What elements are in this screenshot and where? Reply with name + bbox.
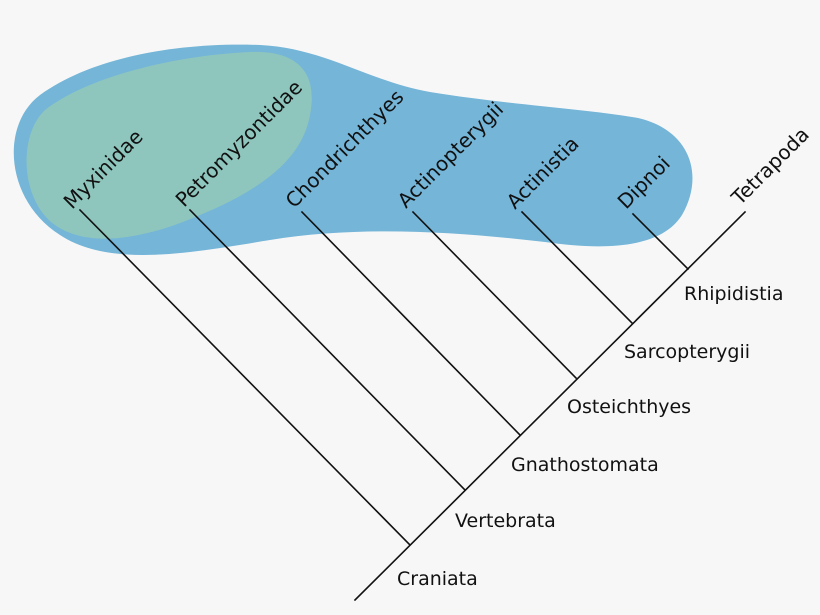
branch-petromyzontidae	[188, 208, 467, 492]
clade-label-osteichthyes: Osteichthyes	[567, 396, 691, 418]
main-trunk	[353, 210, 747, 602]
branch-dipnoi	[631, 212, 690, 271]
branch-actinopterygii	[411, 210, 578, 380]
branch-actinistia	[520, 210, 634, 325]
clade-label-sarcopterygii: Sarcopterygii	[624, 341, 750, 363]
branch-myxinidae	[78, 208, 412, 547]
clade-label-craniata: Craniata	[397, 568, 478, 590]
clade-label-rhipidistia: Rhipidistia	[684, 283, 783, 305]
clade-label-vertebrata: Vertebrata	[455, 510, 556, 532]
branch-chondrichthyes	[300, 210, 522, 437]
agnatha-group-blob	[26, 51, 312, 239]
clade-label-gnathostomata: Gnathostomata	[511, 454, 659, 476]
taxon-label-tetrapoda: Tetrapoda	[726, 122, 814, 210]
